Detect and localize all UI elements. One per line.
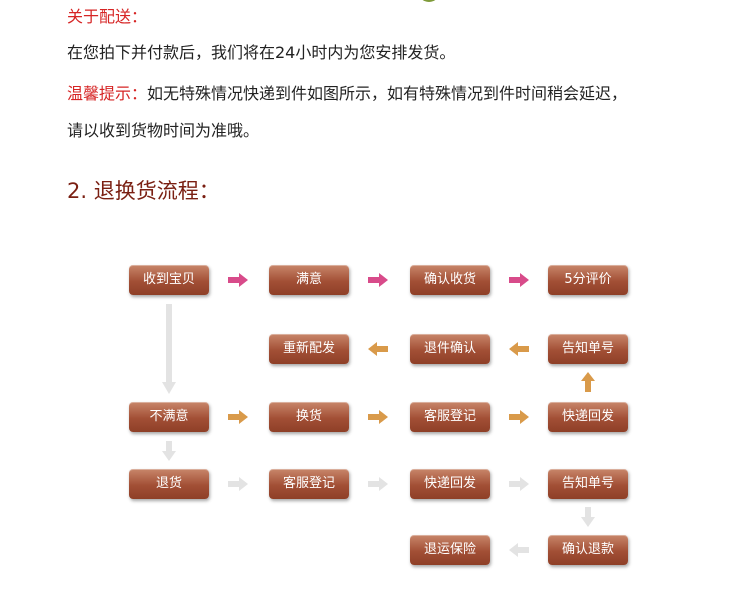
node-courier-return-1: 快递回发 xyxy=(548,402,628,432)
arrow-right-icon xyxy=(228,410,248,424)
shipping-text: 在您拍下并付款后，我们将在24小时内为您安排发货。 xyxy=(67,43,456,62)
arrow-right-icon xyxy=(368,273,388,287)
section-title-return-process: 2. 退换货流程： xyxy=(67,179,220,203)
arrow-right-icon xyxy=(368,477,388,491)
arrow-right-icon xyxy=(228,273,248,287)
arrow-left-icon xyxy=(509,342,529,356)
node-notify-tracking-2: 告知单号 xyxy=(548,469,628,499)
arrow-right-icon xyxy=(509,273,529,287)
tip-label: 温馨提示： xyxy=(67,84,148,103)
node-confirm-refund: 确认退款 xyxy=(548,535,628,565)
arrow-down-icon xyxy=(162,441,176,461)
arrow-left-icon xyxy=(509,543,529,557)
node-reship: 重新配发 xyxy=(269,334,349,364)
node-return-confirm: 退件确认 xyxy=(410,334,490,364)
shipping-tip-2: 请以收到货物时间为准哦。 xyxy=(67,121,260,140)
tip-text: 如无特殊情况快递到件如图所示，如有特殊情况到件时间稍会延迟， xyxy=(147,84,628,103)
arrow-right-icon xyxy=(228,477,248,491)
node-return-goods: 退货 xyxy=(129,469,209,499)
shipping-tip: 温馨提示：如无特殊情况快递到件如图所示，如有特殊情况到件时间稍会延迟， xyxy=(67,84,627,104)
arrow-down-icon xyxy=(162,304,176,394)
node-service-register-1: 客服登记 xyxy=(410,402,490,432)
arrow-up-icon xyxy=(581,372,595,392)
arrow-left-icon xyxy=(368,342,388,356)
node-exchange: 换货 xyxy=(269,402,349,432)
node-confirm-receipt: 确认收货 xyxy=(410,265,490,295)
node-notify-tracking-1: 告知单号 xyxy=(548,334,628,364)
node-five-star-review: 5分评价 xyxy=(548,265,628,295)
arrow-right-icon xyxy=(509,410,529,424)
arrow-down-icon xyxy=(581,507,595,527)
node-received: 收到宝贝 xyxy=(129,265,209,295)
arrow-right-icon xyxy=(509,477,529,491)
node-service-register-2: 客服登记 xyxy=(269,469,349,499)
arrow-right-icon xyxy=(368,410,388,424)
shipping-title: 关于配送： xyxy=(67,7,148,26)
node-return-shipping-insurance: 退运保险 xyxy=(410,535,490,565)
node-courier-return-2: 快递回发 xyxy=(410,469,490,499)
node-unsatisfied: 不满意 xyxy=(129,402,209,432)
leaf-decoration xyxy=(418,0,440,2)
node-satisfied: 满意 xyxy=(269,265,349,295)
